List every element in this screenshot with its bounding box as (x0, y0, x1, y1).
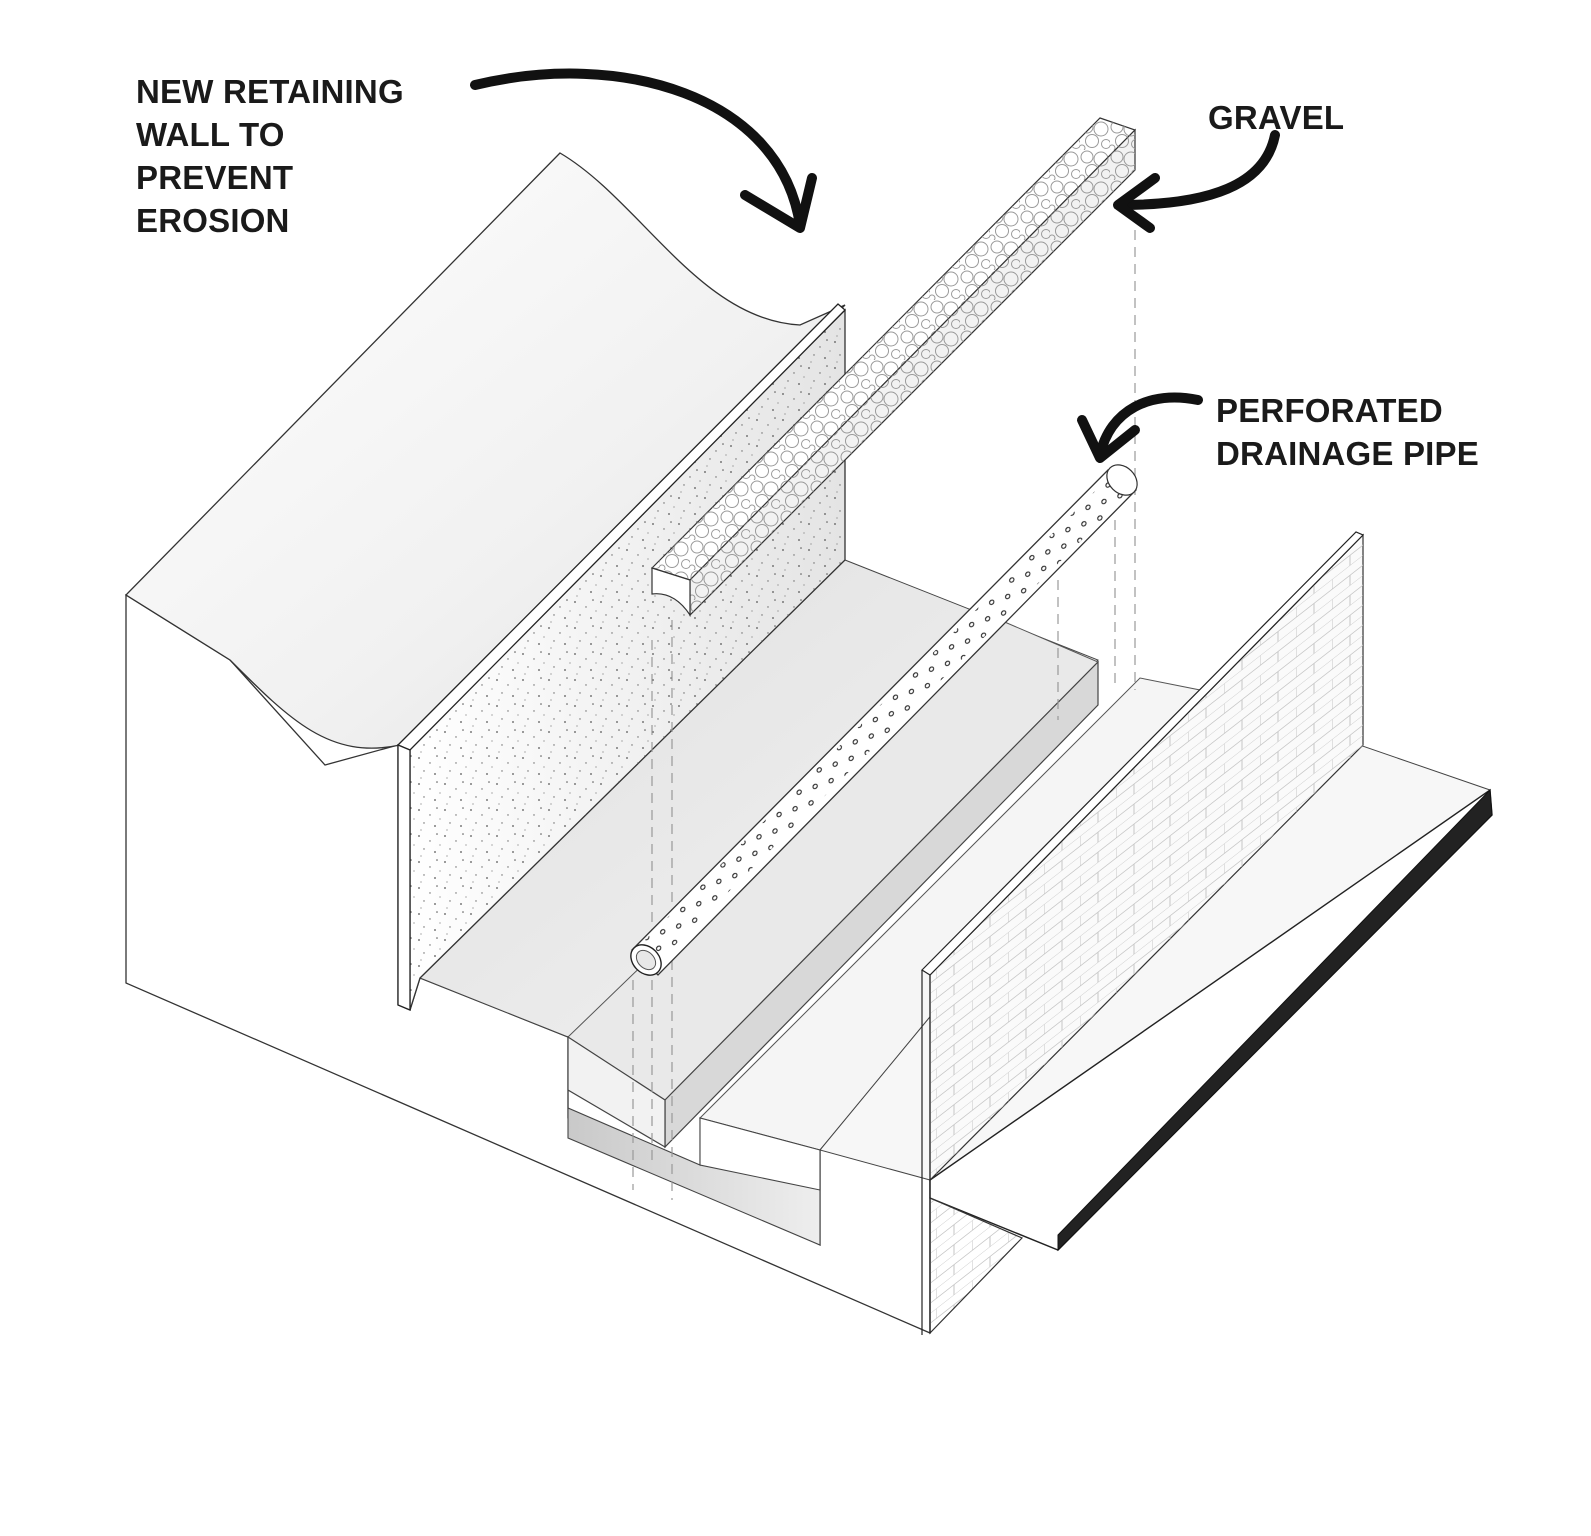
retaining-wall-label-line: NEW RETAINING (136, 73, 404, 110)
perforated-pipe (630, 464, 1138, 976)
step-block-side (567, 1035, 666, 1149)
hill-surface (124, 152, 846, 749)
arrow-drainage-pipe-icon (1077, 392, 1203, 463)
trench-wall-back (699, 1117, 821, 1191)
placement-guide-lines (632, 230, 1136, 1200)
retaining-wall-label-line: EROSION (136, 202, 290, 239)
arrow-retaining-wall-icon (470, 68, 817, 233)
slab-edge (1057, 788, 1493, 1252)
gravel-label-line: GRAVEL (1208, 99, 1345, 136)
drainage-pipe-label-line: DRAINAGE PIPE (1216, 435, 1479, 472)
drainage-pipe-label: PERFORATED DRAINAGE PIPE (1216, 389, 1479, 475)
gravel-label: GRAVEL (1208, 96, 1344, 139)
brick-wall-pattern (930, 535, 1363, 1180)
gravel-bar (650, 117, 1137, 617)
arrow-gravel-icon (1113, 130, 1280, 233)
retaining-wall-edge (397, 744, 411, 1011)
retaining-wall-label-line: PREVENT (136, 159, 294, 196)
retaining-wall-label: NEW RETAINING WALL TO PREVENT EROSION (136, 70, 404, 242)
retaining-wall-label-line: WALL TO (136, 116, 285, 153)
brick-wall-top-edge (921, 531, 1365, 976)
drainage-pipe-label-line: PERFORATED (1216, 392, 1443, 429)
